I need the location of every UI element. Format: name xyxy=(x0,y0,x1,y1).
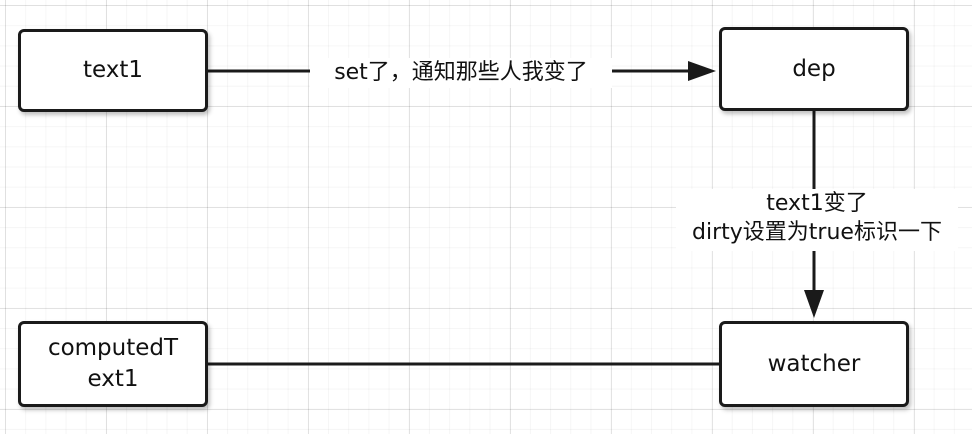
arrow-head-right xyxy=(688,61,716,81)
node-computed-label: computedText1 xyxy=(47,335,179,392)
node-dep[interactable]: dep xyxy=(719,27,909,111)
edge-label-set: set了，通知那些人我变了 xyxy=(310,58,612,88)
edge-label-dirty-line1: text1变了 xyxy=(766,191,868,216)
arrow-head-down xyxy=(804,290,824,318)
node-text1-label: text1 xyxy=(82,57,144,83)
edge-label-dirty-line2: dirty设置为true标识一下 xyxy=(692,220,942,245)
node-text1[interactable]: text1 xyxy=(18,29,208,112)
node-watcher[interactable]: watcher xyxy=(719,321,909,407)
node-dep-label: dep xyxy=(792,55,836,82)
node-computed-text1[interactable]: computedText1 xyxy=(18,321,208,407)
edge-label-dirty: text1变了 dirty设置为true标识一下 xyxy=(676,189,958,251)
node-watcher-label: watcher xyxy=(767,350,861,377)
